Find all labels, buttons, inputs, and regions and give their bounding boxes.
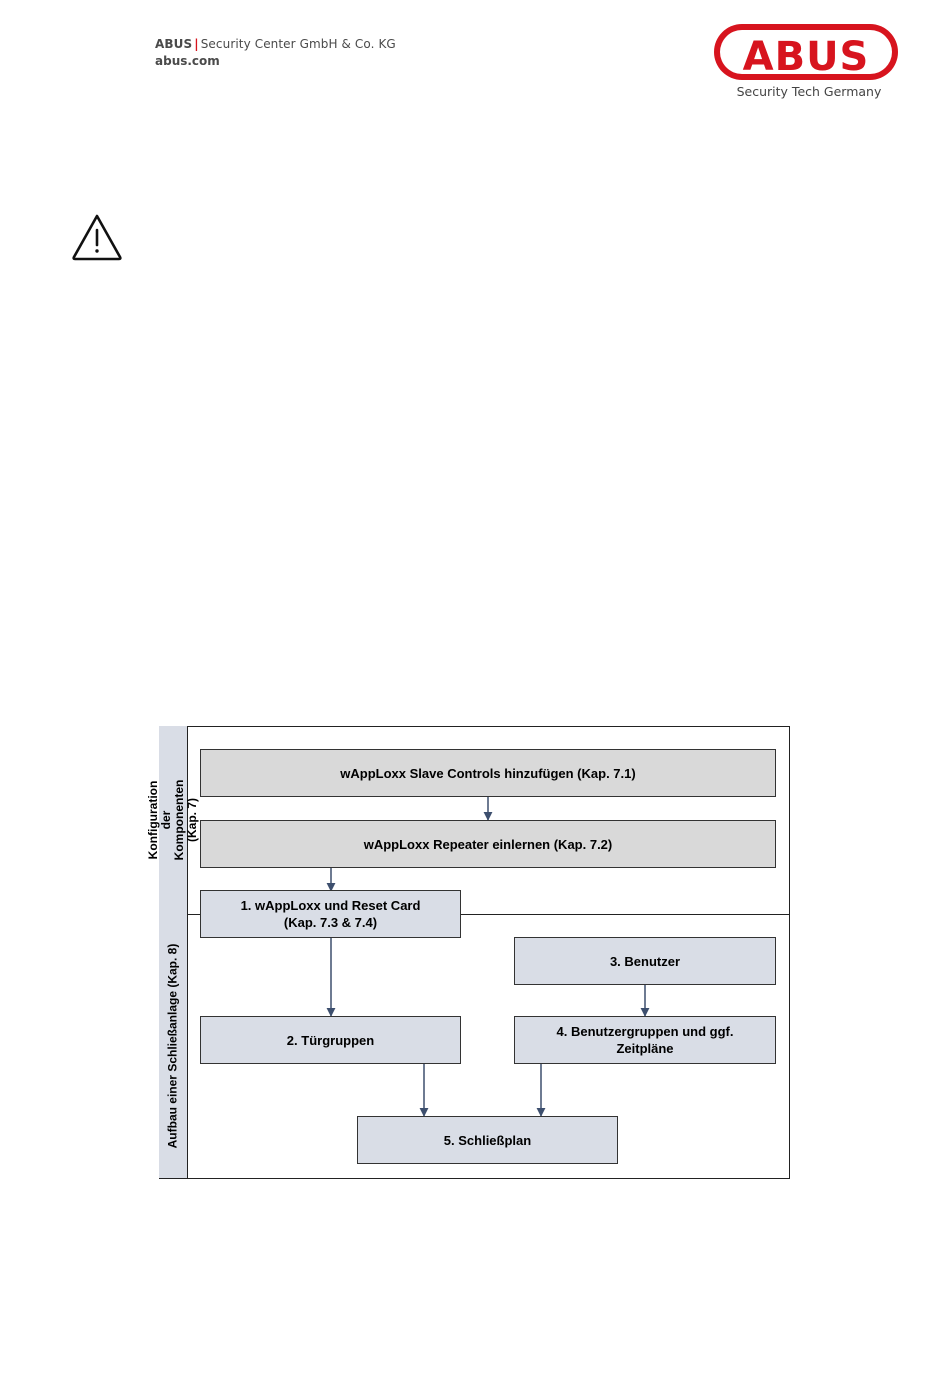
logo-tagline: Security Tech Germany xyxy=(736,84,882,99)
warning-triangle-icon xyxy=(70,212,124,262)
box-repeater: wAppLoxx Repeater einlernen (Kap. 7.2) xyxy=(200,820,776,868)
company-full-name: Security Center GmbH & Co. KG xyxy=(200,37,396,51)
box-tuergruppen: 2. Türgruppen xyxy=(200,1016,461,1064)
section-band-setup: Aufbau einer Schließanlage (Kap. 8) xyxy=(159,914,188,1178)
box-slave-controls: wAppLoxx Slave Controls hinzufügen (Kap.… xyxy=(200,749,776,797)
company-name: ABUS|Security Center GmbH & Co. KG xyxy=(155,37,396,51)
company-website: abus.com xyxy=(155,54,220,68)
box-benutzer: 3. Benutzer xyxy=(514,937,776,985)
logo-badge-shape xyxy=(714,24,898,80)
section-band-configuration: Konfiguration der Komponenten (Kap. 7) xyxy=(146,726,199,914)
logo-word: ABUS xyxy=(742,34,870,80)
box-benutzergruppen: 4. Benutzergruppen und ggf. Zeitpläne xyxy=(514,1016,776,1064)
section-divider xyxy=(187,914,790,915)
flow-arrows xyxy=(326,797,650,1117)
process-diagram: Konfiguration der Komponenten (Kap. 7) A… xyxy=(146,726,790,1179)
box-schliessplan: 5. Schließplan xyxy=(357,1116,618,1164)
header-separator: | xyxy=(194,37,199,51)
abus-logo: ABUS Security Tech Germany xyxy=(712,22,900,102)
box-reset-card: 1. wAppLoxx und Reset Card (Kap. 7.3 & 7… xyxy=(200,890,461,938)
company-brand: ABUS xyxy=(155,37,193,51)
